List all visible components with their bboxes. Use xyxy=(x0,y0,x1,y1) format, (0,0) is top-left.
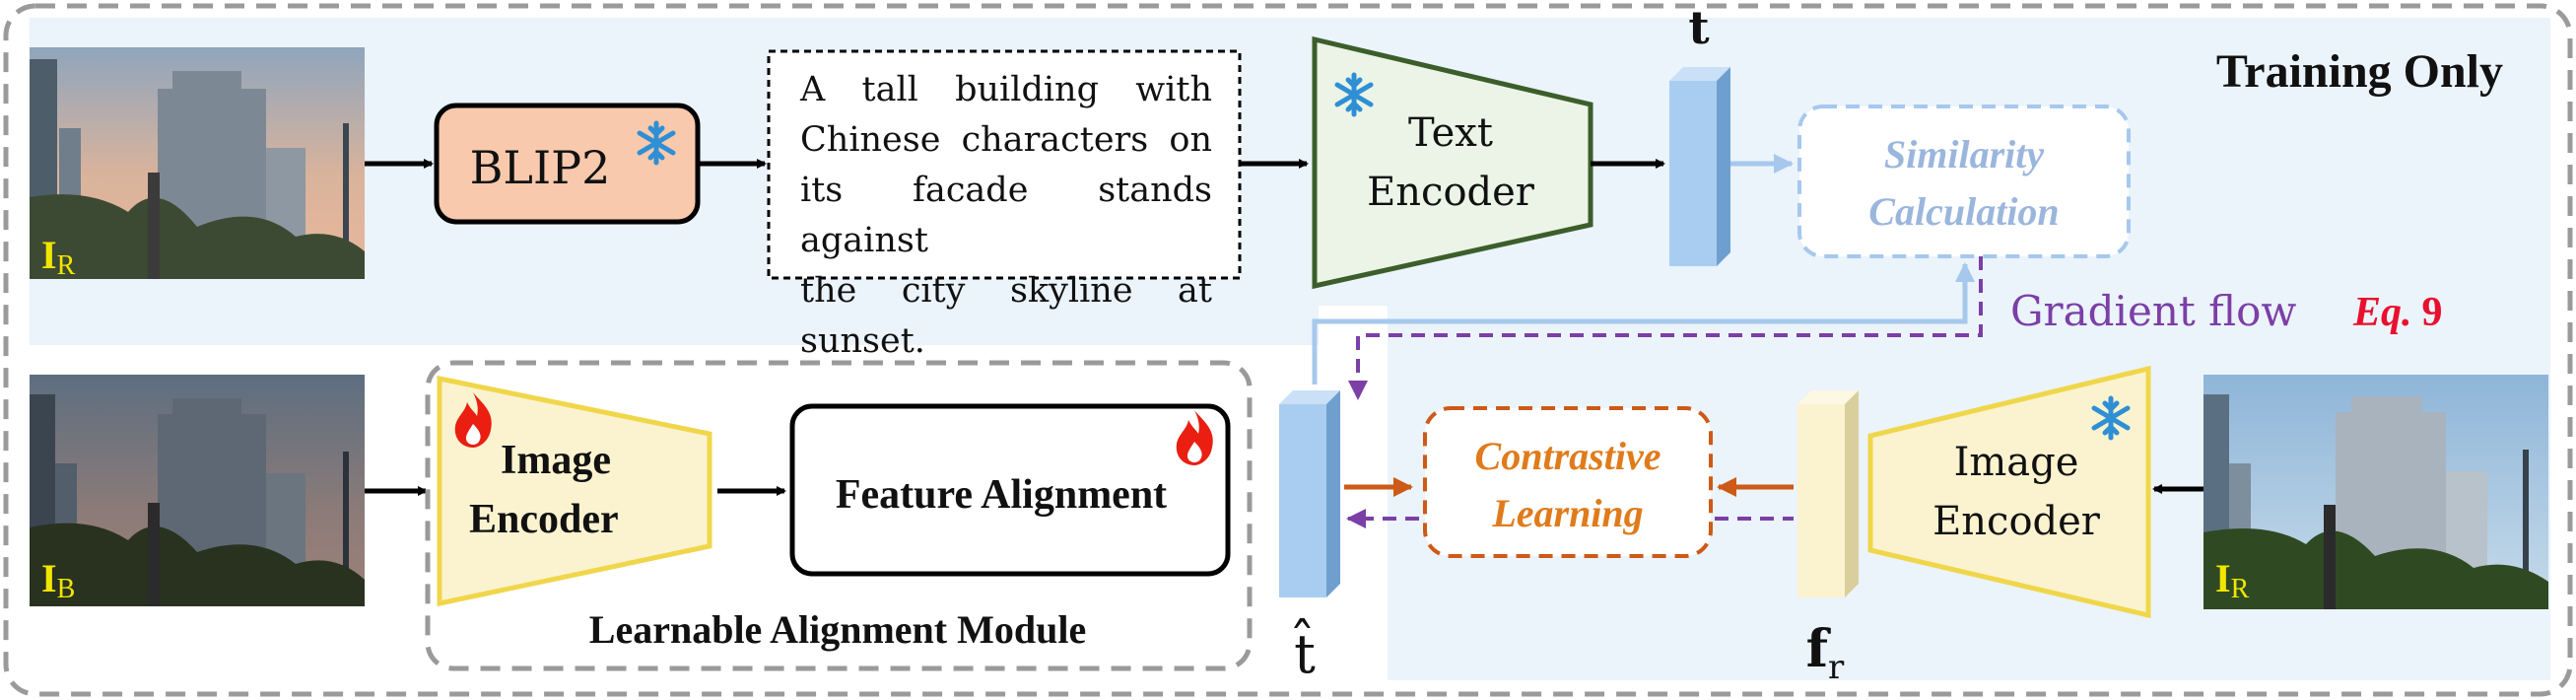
aligned-text-feature-bar xyxy=(1279,390,1340,597)
text-feature-symbol: t xyxy=(1688,1,1710,54)
caption-text: A tall building with Chinese characters … xyxy=(800,65,1212,367)
bad-image-label: IB xyxy=(41,556,75,604)
reference-feature-bar xyxy=(1797,390,1859,597)
contrastive-label-line2: Learning xyxy=(1491,491,1643,535)
learnable-encoder-label-line2: Encoder xyxy=(469,497,619,542)
frozen-encoder-label-line1: Image xyxy=(1954,440,2079,485)
feature-alignment-label: Feature Alignment xyxy=(836,472,1167,518)
contrastive-label-line1: Contrastive xyxy=(1475,434,1661,478)
reference-image-label-top: IR xyxy=(41,233,76,281)
snowflake-icon xyxy=(2091,395,2131,441)
bad-image xyxy=(30,375,365,606)
learnable-alignment-module-label: Learnable Alignment Module xyxy=(589,607,1086,652)
text-feature-bar xyxy=(1669,67,1730,266)
caption-line: the city skyline at sunset. xyxy=(800,271,1212,361)
text-encoder-label-line2: Encoder xyxy=(1367,170,1535,215)
gradient-eq-label: Eq.9 xyxy=(2352,290,2443,335)
learnable-image-encoder xyxy=(437,375,712,607)
caption-line: its facade stands against xyxy=(800,171,1212,260)
gradient-flow-label: Gradient flow xyxy=(2010,287,2296,335)
blip2-label: BLIP2 xyxy=(470,141,611,194)
text-encoder-label-line1: Text xyxy=(1408,110,1493,156)
reference-image-bottom xyxy=(2203,375,2548,609)
snowflake-icon xyxy=(637,120,676,166)
similarity-label-line1: Similarity xyxy=(1884,132,2044,176)
reference-feature-symbol: fr xyxy=(1806,619,1845,687)
caption-line: A tall building with xyxy=(800,70,1212,109)
reference-image-label-bottom: IR xyxy=(2215,556,2250,604)
learnable-encoder-label-line1: Image xyxy=(501,438,611,483)
gradient-flow-arrow xyxy=(1348,256,1983,400)
similarity-label-line2: Calculation xyxy=(1868,189,2059,234)
aligned-text-feature-symbol: t̂ xyxy=(1294,617,1316,685)
arrow-that-to-similarity xyxy=(1312,262,1975,385)
training-only-label: Training Only xyxy=(2216,45,2503,98)
fire-icon xyxy=(454,392,492,448)
frozen-image-encoder xyxy=(1867,365,2151,619)
caption-box xyxy=(767,49,1242,280)
snowflake-icon xyxy=(1334,72,1374,117)
caption-line: Chinese characters on xyxy=(800,120,1212,160)
fire-icon xyxy=(1176,410,1213,465)
frozen-encoder-label-line2: Encoder xyxy=(1932,499,2101,544)
reference-image-top xyxy=(30,47,365,279)
similarity-box xyxy=(1797,105,2131,258)
outer-frame xyxy=(3,3,2573,697)
text-encoder-block xyxy=(1312,35,1593,290)
feature-alignment-box xyxy=(789,403,1231,577)
contrastive-learning-box xyxy=(1423,406,1713,558)
